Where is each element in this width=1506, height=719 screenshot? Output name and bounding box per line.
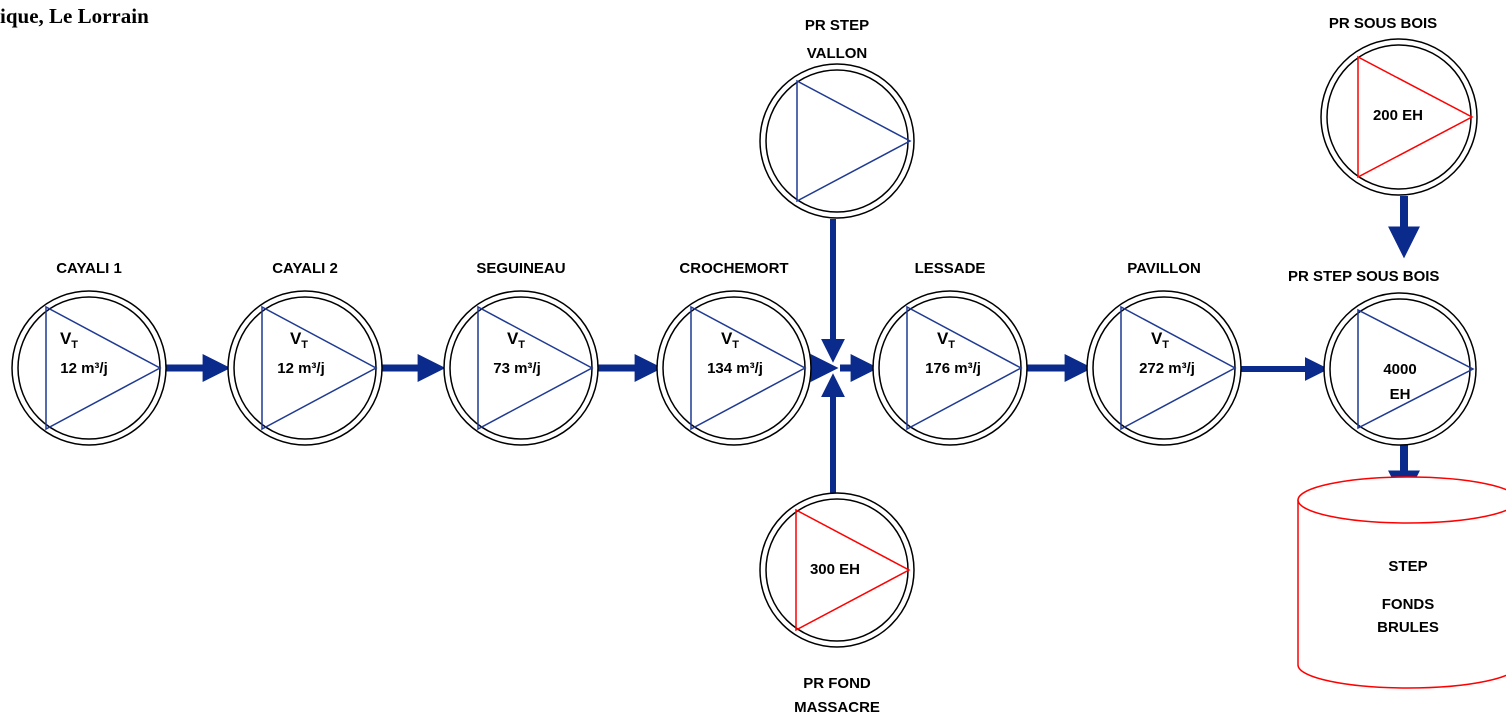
station-pr-sous-bois [1320, 38, 1478, 196]
station-cayali-1 [11, 290, 167, 446]
station-seguineau [443, 290, 599, 446]
flow-value: 12 m³/j [60, 360, 108, 377]
step-label-line2: FONDS [1381, 596, 1435, 613]
step-label-line3: BRULES [1377, 619, 1439, 636]
flow-value: 272 m³/j [1139, 360, 1195, 377]
station-name: CAYALI 2 [272, 260, 338, 277]
station-name: SEGUINEAU [476, 260, 566, 277]
station-name: LESSADE [914, 260, 986, 277]
pr-step-sous-bois-name: PR STEP SOUS BOIS [1288, 268, 1440, 285]
station-pr-fond-massacre [759, 492, 915, 648]
station-name: PAVILLON [1127, 260, 1201, 277]
station-pavillon [1086, 290, 1242, 446]
station-pr-step-sous-bois [1323, 292, 1477, 446]
station-cayali-2 [227, 290, 383, 446]
vt-label: VT [936, 329, 956, 352]
station-name: CROCHEMORT [679, 260, 789, 277]
pr-fond-massacre-capacity: 300 EH [809, 561, 861, 578]
vt-label: VT [289, 329, 309, 352]
flow-value: 73 m³/j [493, 360, 541, 377]
step-label-line1: STEP [1388, 558, 1428, 575]
station-lessade [872, 290, 1028, 446]
pr-step-sous-bois-capacity-line1: 4000 [1383, 361, 1417, 378]
pr-step-sous-bois-capacity-line2: EH [1389, 386, 1411, 403]
page-title: ique, Le Lorrain [0, 4, 149, 28]
pr-step-vallon-name-line2: VALLON [806, 45, 868, 62]
pr-fond-massacre-name-line1: PR FOND [803, 675, 871, 692]
vt-label: VT [1150, 329, 1170, 352]
vt-label: VT [720, 329, 740, 352]
station-pr-step-vallon [759, 63, 915, 219]
flow-value: 134 m³/j [707, 360, 763, 377]
vt-label: VT [59, 329, 79, 352]
flow-value: 12 m³/j [277, 360, 325, 377]
station-crochemort [656, 290, 812, 446]
vt-label: VT [506, 329, 526, 352]
pr-step-vallon-name-line1: PR STEP [804, 17, 870, 34]
pr-sous-bois-capacity: 200 EH [1372, 107, 1424, 124]
station-name: CAYALI 1 [56, 260, 122, 277]
pr-fond-massacre-name-line2: MASSACRE [794, 699, 880, 716]
pr-sous-bois-name: PR SOUS BOIS [1328, 15, 1438, 32]
step-fonds-brules-tank [1297, 476, 1506, 689]
flow-value: 176 m³/j [925, 360, 981, 377]
